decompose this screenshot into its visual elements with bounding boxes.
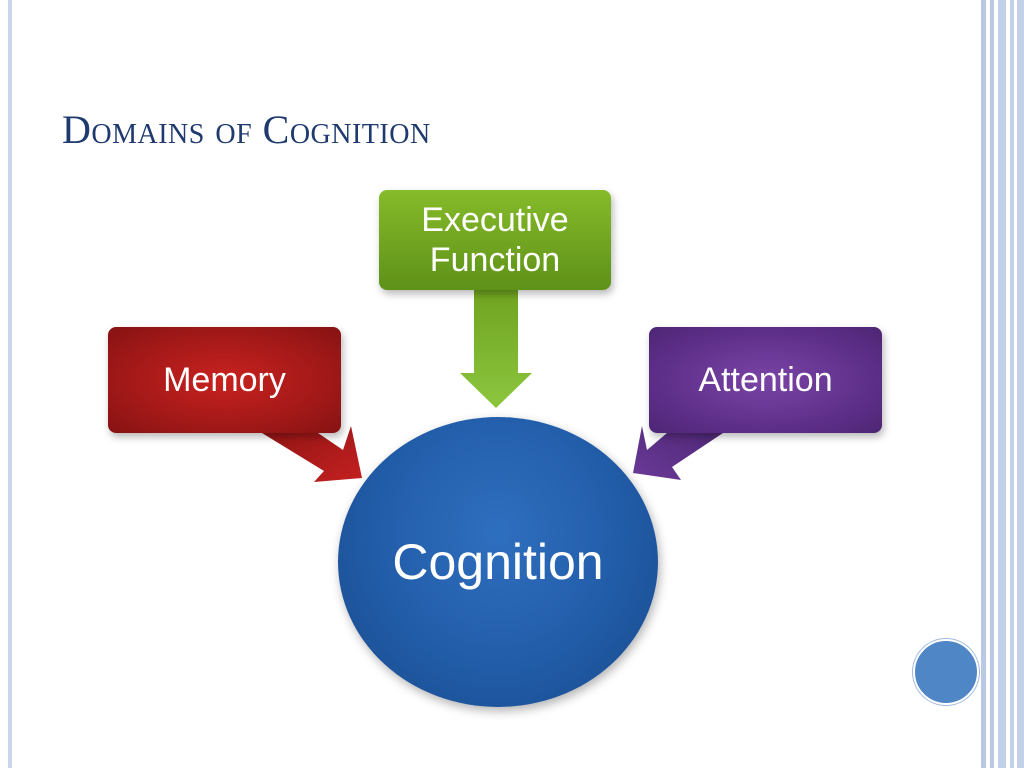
arrow-attention-to-cognition [633,426,723,480]
slide-title: Domains of Cognition [62,107,431,152]
executive-function-box: Executive Function [379,190,611,290]
memory-box: Memory [108,327,341,433]
decorative-blue-dot [913,639,979,705]
arrow-executive-to-cognition [460,290,532,408]
executive-function-label-line2: Function [429,241,561,279]
attention-label: Attention [698,360,833,399]
cognition-label: Cognition [392,534,604,590]
right-decorative-stripes [978,0,1024,768]
memory-label: Memory [163,360,286,399]
arrow-memory-to-cognition [262,426,362,482]
executive-function-label-line1: Executive [421,201,569,239]
left-border-line [8,0,12,768]
cognition-circle: Cognition [338,417,658,707]
attention-box: Attention [649,327,882,433]
